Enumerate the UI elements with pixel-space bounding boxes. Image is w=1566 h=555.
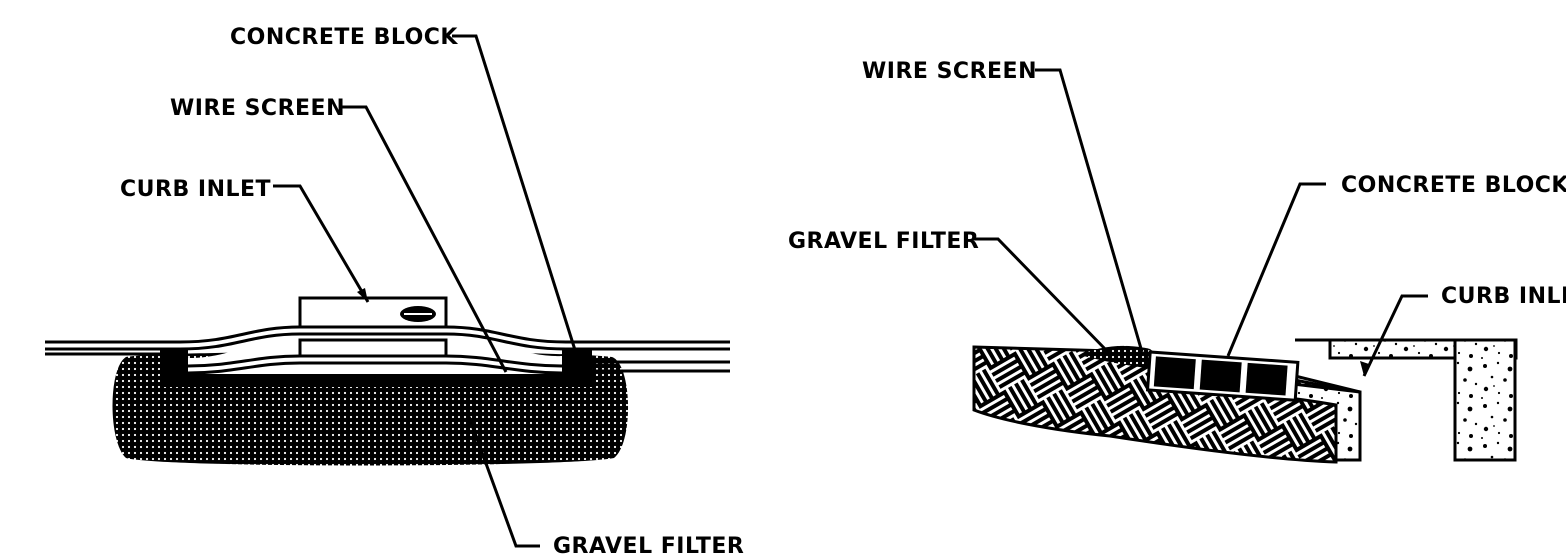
plan-base-band bbox=[160, 374, 594, 387]
plan-leader-concrete-block bbox=[452, 34, 577, 351]
section-leader-wire-screen bbox=[1035, 68, 1144, 353]
plan-label-wire-screen: WIRE SCREEN bbox=[170, 96, 345, 121]
section-label-concrete-block: CONCRETE BLOCK bbox=[1341, 173, 1566, 198]
plan-label-curb-inlet: CURB INLET bbox=[120, 177, 271, 202]
plan-label-concrete-block: CONCRETE BLOCK bbox=[230, 25, 458, 50]
section-concrete-block-3 bbox=[1245, 362, 1288, 396]
section-concrete-block-1 bbox=[1153, 356, 1196, 390]
section-label-wire-screen: WIRE SCREEN bbox=[862, 59, 1037, 84]
plan-leader-gravel-filter bbox=[466, 413, 540, 548]
section-concrete-block-2 bbox=[1199, 359, 1242, 393]
plan-concrete-block-right bbox=[562, 350, 592, 384]
plan-label-gravel-filter: GRAVEL FILTER bbox=[553, 534, 744, 555]
section-leader-curb-inlet bbox=[1362, 294, 1428, 377]
section-curb-wall bbox=[1453, 338, 1517, 462]
section-label-gravel-filter: GRAVEL FILTER bbox=[788, 229, 979, 254]
section-view: WIRE SCREEN GRAVEL FILTER CONCRETE BLOCK… bbox=[788, 59, 1566, 464]
section-leader-gravel-filter bbox=[972, 237, 1110, 354]
plan-leader-curb-inlet bbox=[273, 184, 370, 303]
plan-concrete-block-left bbox=[160, 350, 188, 384]
plan-view: CONCRETE BLOCK WIRE SCREEN CURB INLET GR… bbox=[45, 25, 744, 555]
plan-curb-inlet-bottom bbox=[298, 338, 448, 358]
section-label-curb-inlet: CURB INLET bbox=[1441, 284, 1566, 309]
section-concrete-blocks bbox=[1145, 350, 1300, 402]
plan-leader-wire-screen bbox=[342, 105, 508, 373]
section-leader-concrete-block bbox=[1226, 182, 1326, 357]
